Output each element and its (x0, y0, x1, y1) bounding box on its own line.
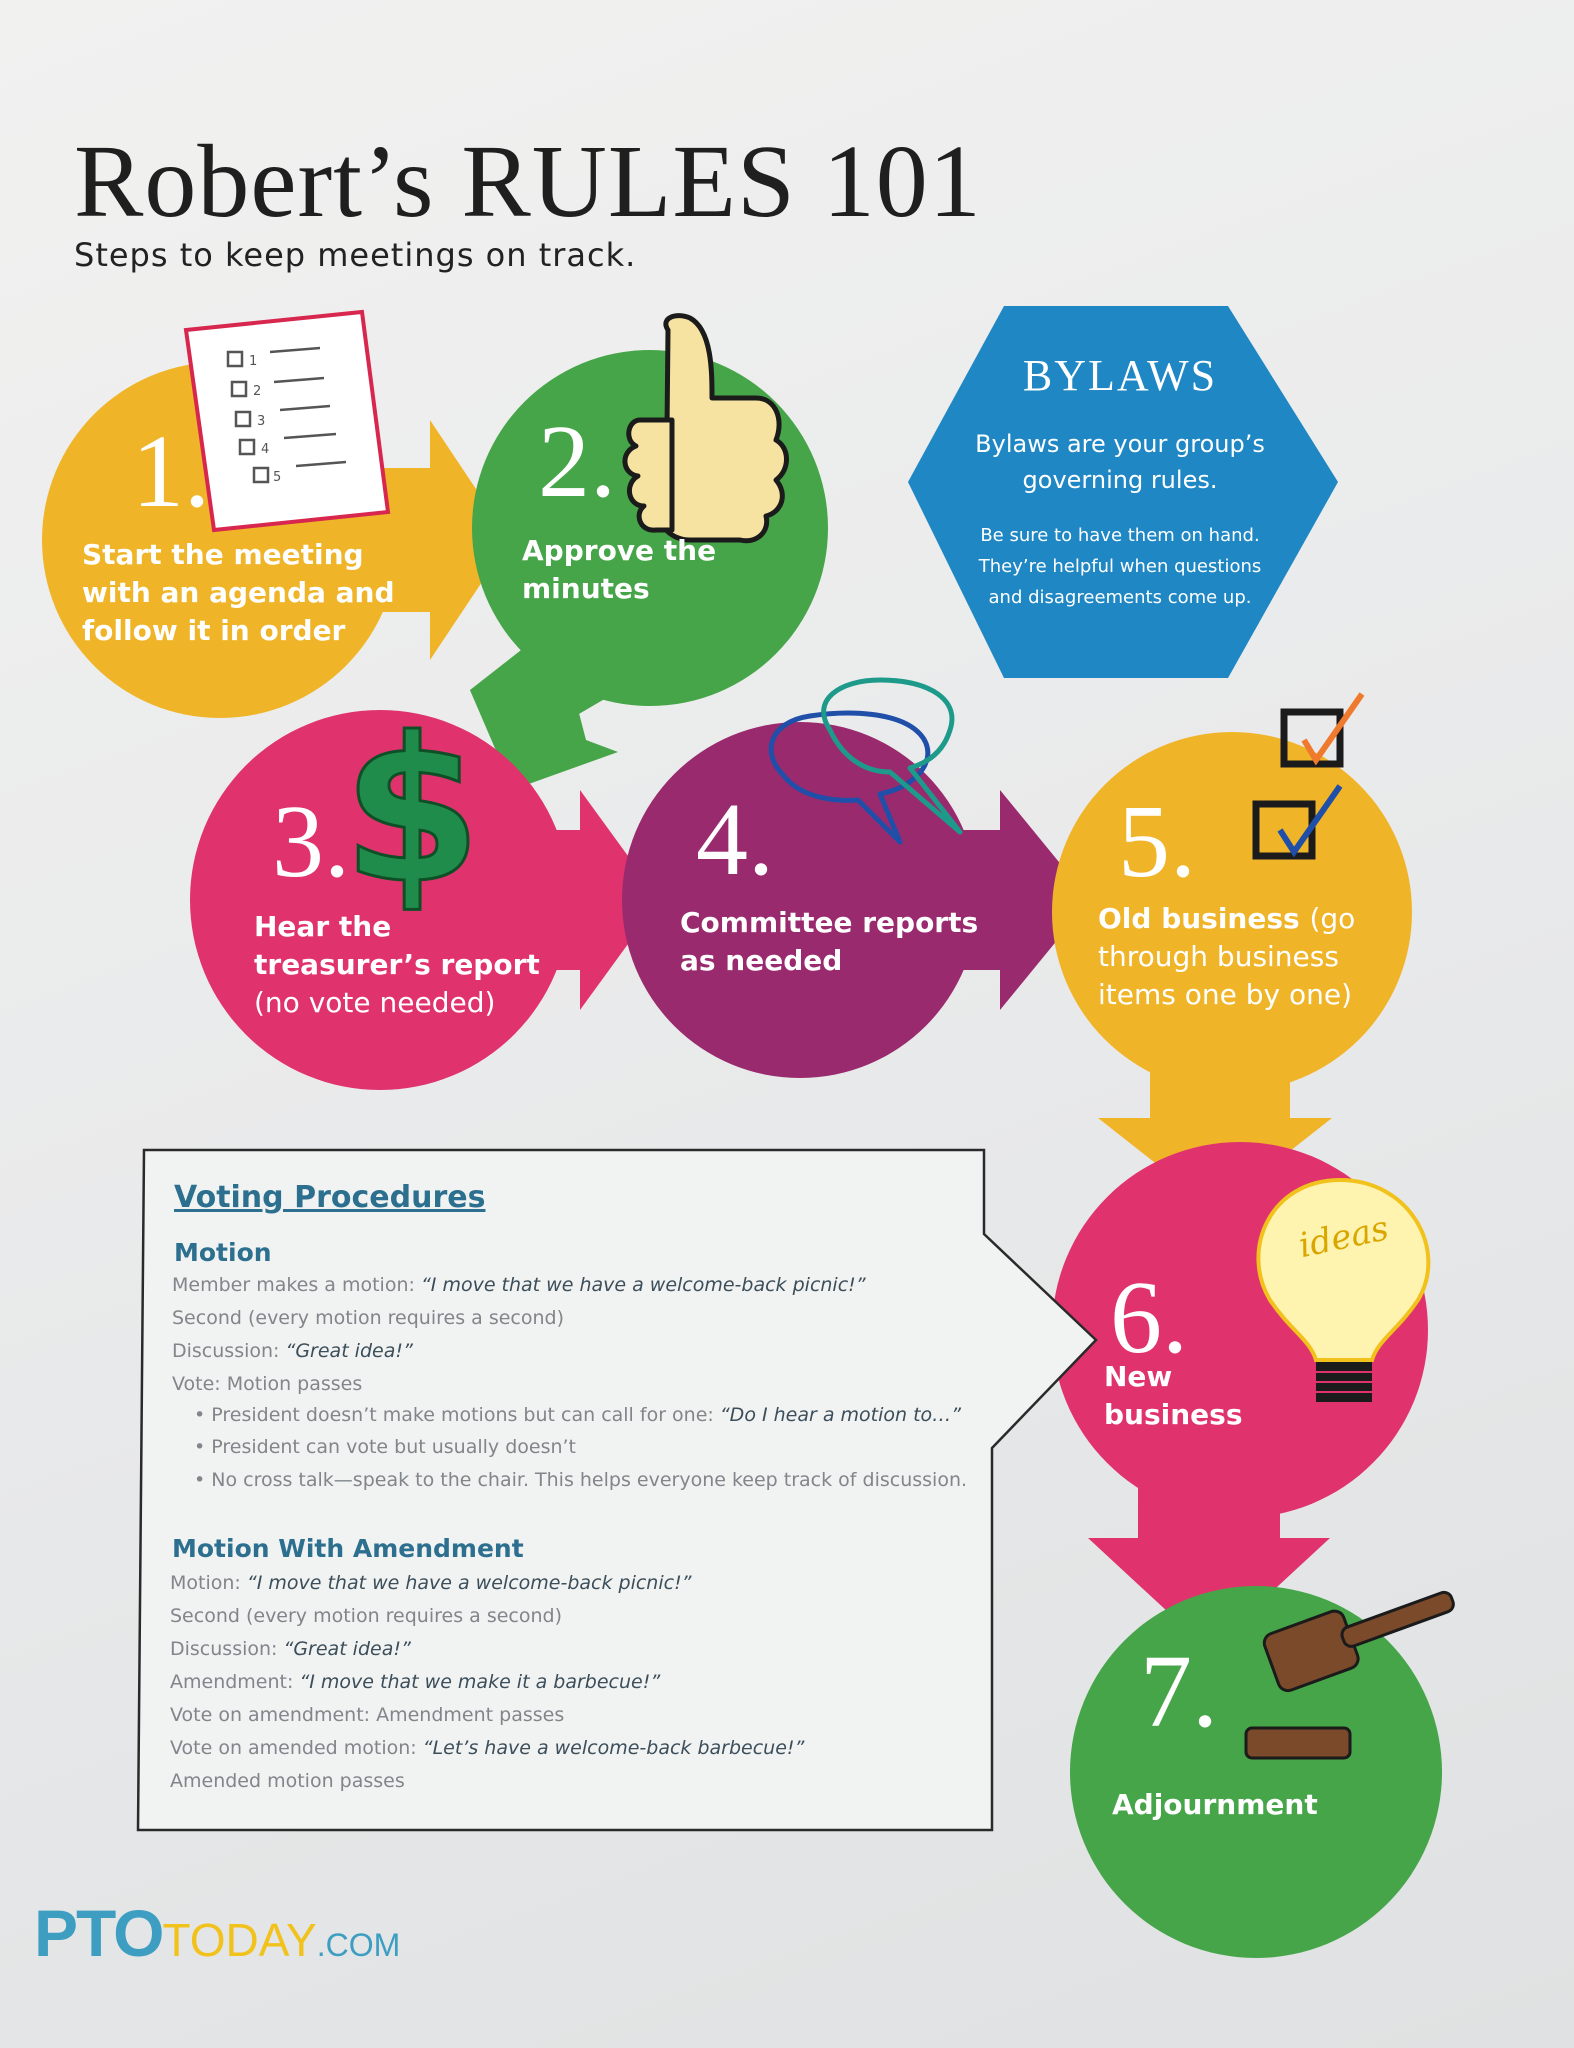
amendment-line: Discussion: “Great idea!” (170, 1638, 411, 1660)
checklist-num-4: 4 (261, 442, 269, 457)
page-subtitle: Steps to keep meetings on track. (74, 236, 637, 274)
motion-bullet: • No cross talk—speak to the chair. This… (194, 1469, 968, 1491)
gavel-icon (1244, 1590, 1455, 1760)
step-7-number: 7. (1140, 1634, 1218, 1749)
dollar-sign-icon: $ (341, 694, 483, 930)
step-5-number: 5. (1118, 784, 1196, 899)
bylaws-body: Be sure to have them on hand. They’re he… (978, 525, 1262, 608)
amendment-line: Vote on amended motion: “Let’s have a we… (170, 1737, 805, 1759)
amendment-line: Motion: “I move that we have a welcome-b… (170, 1572, 692, 1594)
motion-line: Second (every motion requires a second) (172, 1307, 565, 1329)
motion-bullet: • President doesn’t make motions but can… (194, 1404, 962, 1426)
checkboxes-icon (1252, 692, 1365, 860)
checklist-num-1: 1 (249, 354, 257, 369)
step-4-number: 4. (696, 782, 774, 897)
logo-pto: PTO (34, 1896, 164, 1970)
motion-line: Vote: Motion passes (172, 1373, 363, 1395)
checklist-num-5: 5 (273, 470, 281, 485)
step-6-number: 6. (1110, 1260, 1188, 1375)
step-3-label-bold: Hear the treasurer’s report (254, 910, 540, 981)
amendment-heading: Motion With Amendment (172, 1534, 524, 1563)
logo-today: TODAY (162, 1914, 317, 1966)
speech-bubbles-icon (768, 677, 963, 845)
step-6-label: New business (1104, 1360, 1243, 1431)
step-5-label-light: (go through business items one by one) (1098, 902, 1356, 1011)
pto-today-logo: PTOTODAY.COM (34, 1900, 400, 1966)
logo-com: .COM (316, 1927, 401, 1963)
motion-line: Discussion: “Great idea!” (172, 1340, 413, 1362)
amendment-line: Amendment: “I move that we make it a bar… (170, 1671, 661, 1693)
step-2-label: Approve the minutes (522, 534, 717, 605)
page-title: Robert’s RULES 101 (74, 124, 982, 239)
amendment-line: Second (every motion requires a second) (170, 1605, 563, 1627)
step-3-label-light: (no vote needed) (254, 986, 496, 1019)
step-2-number: 2. (538, 404, 616, 519)
voting-callout-border (136, 1148, 1098, 1832)
lightbulb-icon: ideas (1256, 1177, 1431, 1402)
svg-text:$: $ (342, 695, 481, 928)
voting-procedures-title: Voting Procedures (174, 1180, 486, 1215)
amendment-line: Vote on amendment: Amendment passes (170, 1704, 565, 1726)
motion-line: Member makes a motion: “I move that we h… (172, 1274, 866, 1296)
amendment-line: Amended motion passes (170, 1770, 405, 1792)
step-3-circle (190, 710, 570, 1090)
step-5-circle (1052, 732, 1412, 1092)
motion-bullet: • President can vote but usually doesn’t (194, 1436, 576, 1458)
step-7-circle (1070, 1586, 1442, 1958)
bylaws-lead: Bylaws are your group’s governing rules. (975, 430, 1265, 494)
step-3-label: Hear the treasurer’s report (no vote nee… (254, 908, 544, 1022)
checklist-num-2: 2 (253, 384, 261, 399)
step-4-label: Committee reports as needed (680, 906, 979, 977)
step-1-label: Start the meeting with an agenda and fol… (82, 538, 395, 647)
checklist-num-3: 3 (257, 414, 265, 429)
step-4-circle (622, 722, 978, 1078)
bylaws-hexagon (908, 306, 1338, 678)
step-7-label: Adjournment (1112, 1788, 1318, 1821)
step-3-number: 3. (272, 784, 350, 899)
motion-heading: Motion (174, 1238, 272, 1267)
bylaws-title: BYLAWS (1022, 351, 1218, 400)
thumbs-up-icon (622, 313, 789, 544)
step-5-label-bold: Old business (1098, 902, 1300, 935)
step-1-number: 1. (132, 414, 210, 529)
checklist-icon: 1 2 3 4 5 (183, 309, 391, 533)
step-5-label: Old business (go through business items … (1098, 900, 1388, 1014)
